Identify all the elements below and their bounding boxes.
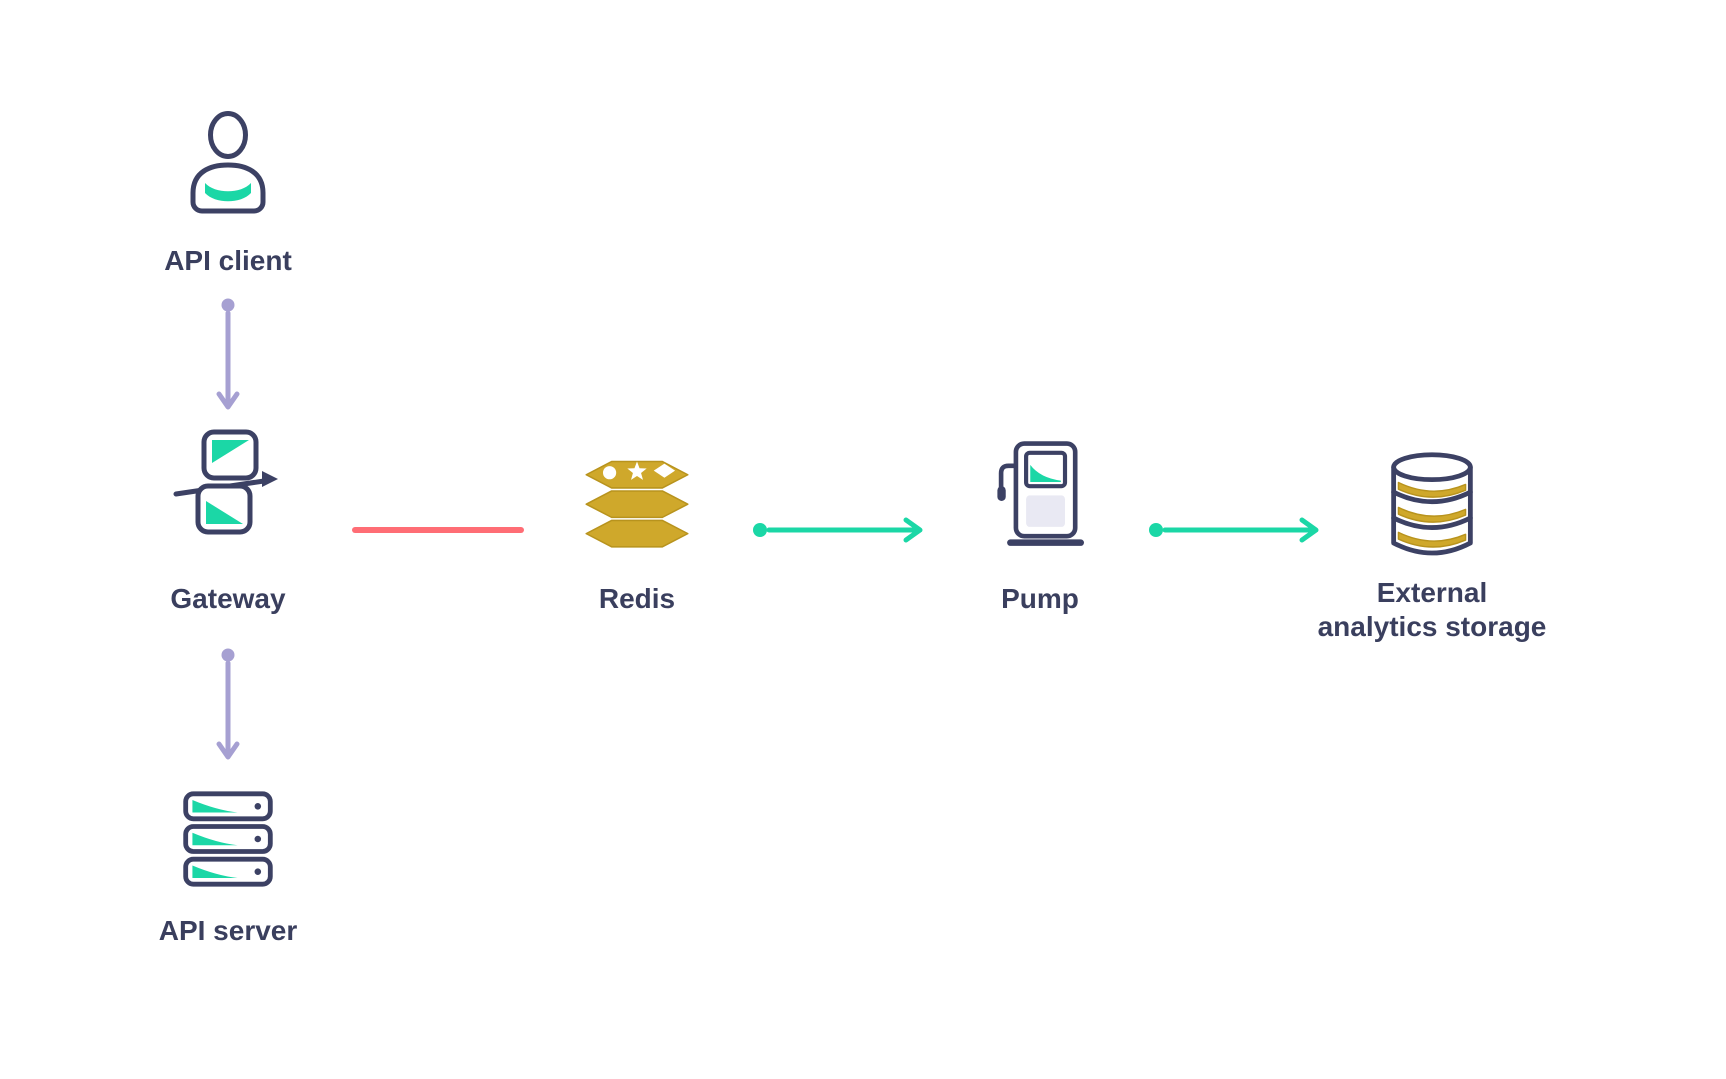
arrow-client-to-gateway bbox=[216, 298, 240, 417]
arrow-redis-to-pump bbox=[752, 516, 938, 549]
redis-icon bbox=[571, 436, 703, 553]
external-storage-label-line2: analytics storage bbox=[1317, 611, 1547, 642]
pump-label: Pump bbox=[1001, 583, 1079, 614]
external-storage-label: External analytics storage bbox=[1292, 576, 1572, 644]
line-gateway-to-redis bbox=[352, 527, 524, 533]
server-stack-icon bbox=[178, 788, 278, 895]
api-client-label: API client bbox=[164, 245, 292, 276]
arrow-pump-to-storage bbox=[1148, 516, 1334, 549]
api-server-label: API server bbox=[158, 915, 298, 946]
external-storage-label-line1: External bbox=[1376, 577, 1488, 608]
arrow-gateway-to-server bbox=[216, 648, 240, 767]
gateway-label: Gateway bbox=[170, 583, 286, 614]
redis-label: Redis bbox=[598, 583, 676, 614]
person-icon bbox=[182, 108, 274, 225]
gateway-icon bbox=[172, 426, 284, 543]
fuel-pump-icon bbox=[988, 438, 1092, 556]
database-icon bbox=[1384, 448, 1480, 570]
